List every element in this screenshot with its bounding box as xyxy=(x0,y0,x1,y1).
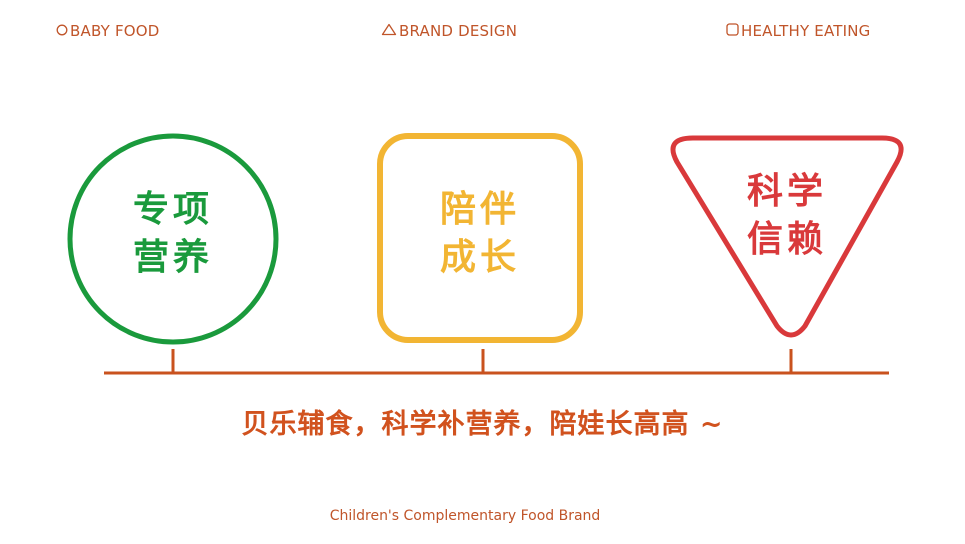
header-label-text: HEALTHY EATING xyxy=(741,22,871,40)
pillar-circle-shape xyxy=(67,133,279,345)
pillar-line2: 营养 xyxy=(132,237,213,278)
square-outline-icon xyxy=(726,22,739,40)
pillar-line2: 成长 xyxy=(439,237,520,278)
header-label-brand-design: BRAND DESIGN xyxy=(381,22,517,40)
footer-tagline: Children's Complementary Food Brand xyxy=(329,508,601,524)
pillar-rounded-square-shape xyxy=(377,133,583,343)
pillar-text-nutrition: 专项 营养 xyxy=(113,186,233,282)
triangle-outline-icon xyxy=(381,22,397,40)
header-label-text: BRAND DESIGN xyxy=(399,22,518,40)
pillar-text-growth: 陪伴 成长 xyxy=(420,186,540,282)
header-label-baby-food: BABY FOOD xyxy=(56,22,160,40)
header-label-text: BABY FOOD xyxy=(70,22,160,40)
timeline xyxy=(104,349,889,375)
pillar-line1: 科学 xyxy=(746,171,827,212)
pillar-line2: 信赖 xyxy=(746,219,827,260)
pillar-line1: 专项 xyxy=(132,189,213,230)
pillar-text-trust: 科学 信赖 xyxy=(727,168,847,264)
slogan: 贝乐辅食，科学补营养，陪娃长高高 ~ xyxy=(241,409,724,440)
pillar-triangle-shape xyxy=(670,135,904,338)
pillar-line1: 陪伴 xyxy=(439,189,520,230)
header-label-healthy-eating: HEALTHY EATING xyxy=(726,22,871,40)
circle-outline-icon xyxy=(56,22,68,40)
